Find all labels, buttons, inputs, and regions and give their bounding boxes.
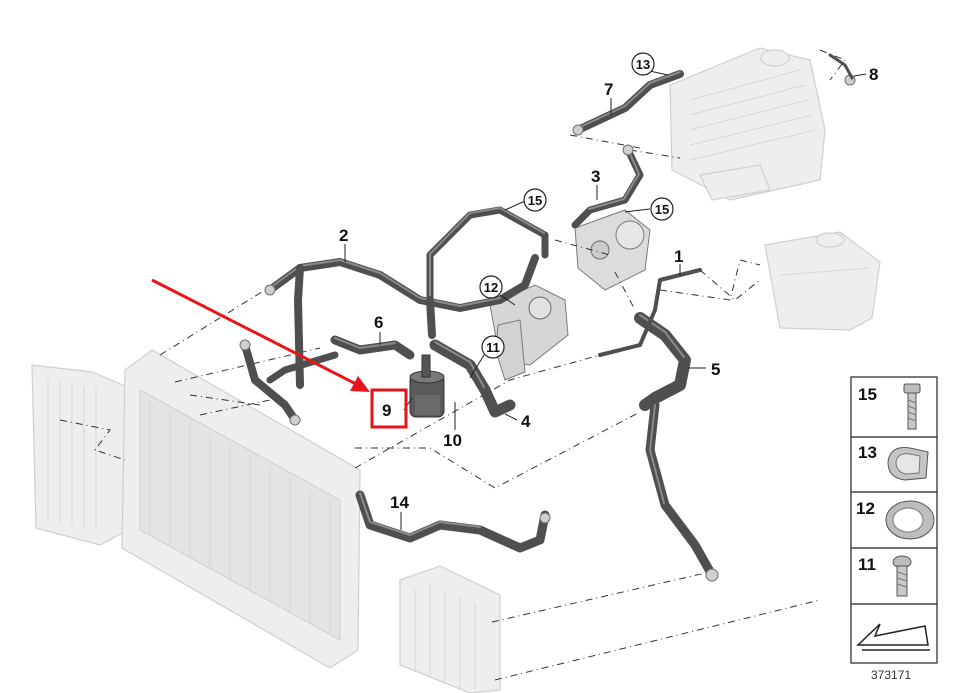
electric-water-pump (409, 354, 445, 418)
fan-shroud-lower (399, 565, 501, 693)
diagram-id-label: 373171 (871, 668, 911, 682)
hose-4 (429, 339, 516, 418)
callout-6: 6 (374, 313, 383, 332)
callout-14: 14 (390, 493, 409, 512)
legend-row-15: 15 (858, 383, 921, 430)
callout-2: 2 (339, 226, 348, 245)
leader-lines (344, 69, 867, 530)
svg-text:13: 13 (858, 443, 877, 462)
hose-5 (634, 312, 717, 580)
thermostat-housing (574, 209, 651, 291)
radiator (121, 349, 361, 669)
svg-text:12: 12 (856, 499, 875, 518)
fan-shroud-left (31, 364, 131, 546)
bolt-icon (903, 383, 921, 430)
callout-11: 11 (481, 335, 505, 359)
callout-15-lower: 15 (650, 197, 674, 221)
hose-clamp-icon (885, 500, 935, 540)
svg-text:15: 15 (858, 385, 877, 404)
assembly-lines (59, 49, 846, 681)
callout-5: 5 (711, 360, 720, 379)
hose-1 (598, 268, 702, 357)
callout-9: 9 (382, 401, 391, 420)
legend-row-11: 11 (858, 555, 912, 597)
hose-14 (355, 490, 550, 553)
callout-13: 13 (631, 52, 655, 76)
svg-text:12: 12 (484, 280, 498, 295)
svg-text:11: 11 (486, 340, 500, 355)
callout-1: 1 (674, 247, 683, 266)
hose-3 (571, 146, 644, 229)
highlight-box (370, 388, 408, 429)
legend-row-12: 12 (856, 499, 935, 540)
callout-labels: 1 2 3 4 5 6 7 8 9 10 14 11 12 13 15 15 (339, 52, 878, 512)
red-arrow-head (350, 376, 370, 392)
hose-7 (574, 70, 684, 134)
callout-10: 10 (443, 431, 462, 450)
callout-15-upper: 15 (523, 188, 547, 212)
expansion-tank (764, 231, 881, 331)
red-arrow-line (151, 278, 359, 387)
svg-text:11: 11 (858, 555, 876, 574)
direction-arrow-icon (856, 623, 930, 651)
parts-legend: 15 13 12 (850, 376, 938, 664)
hose-clip-icon (887, 447, 929, 481)
svg-text:15: 15 (528, 193, 542, 208)
intercooler (669, 47, 826, 201)
callout-3: 3 (591, 167, 600, 186)
svg-text:15: 15 (655, 202, 669, 217)
screw-icon (892, 555, 912, 597)
hose-6 (241, 335, 415, 424)
callout-4: 4 (521, 412, 531, 431)
callout-7: 7 (604, 80, 613, 99)
callout-12: 12 (479, 275, 503, 299)
water-pump-housing (489, 284, 569, 381)
highlight-annotation (151, 278, 408, 429)
legend-row-13: 13 (858, 443, 929, 481)
svg-text:13: 13 (636, 57, 650, 72)
callout-8: 8 (869, 65, 878, 84)
